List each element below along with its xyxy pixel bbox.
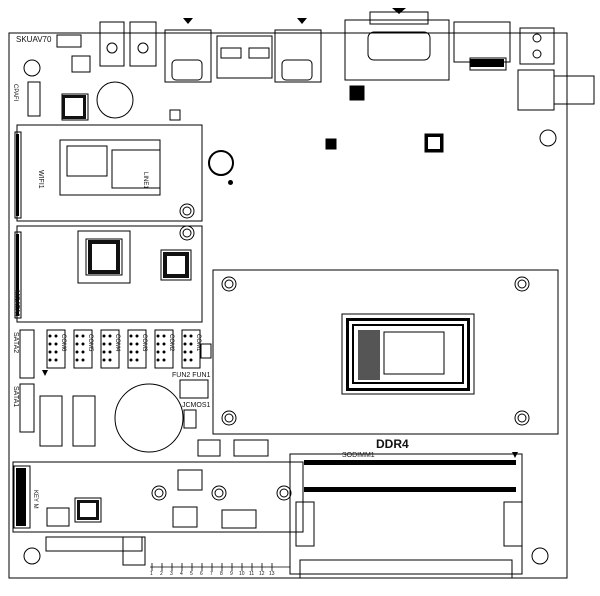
- front-panel-header: [45, 536, 143, 552]
- pin-2: 2: [160, 571, 163, 577]
- m2-screw-2: [211, 485, 227, 501]
- board-model-label: SKUAV70: [16, 35, 52, 44]
- cpafi-header: [27, 81, 41, 117]
- cpu-socket: [341, 313, 475, 395]
- left-header-block-2: [72, 395, 96, 447]
- m2-slot: [12, 461, 304, 533]
- m2-chip: [74, 497, 102, 523]
- sata1-label: SATA1: [12, 386, 19, 408]
- key-m-label: KEY M: [32, 490, 38, 509]
- power-jack: [517, 69, 555, 111]
- jcmos-header: [183, 409, 197, 429]
- cmos-battery: [114, 383, 184, 453]
- small-connector: [197, 439, 221, 457]
- usb-stack: [216, 35, 273, 79]
- msata-chip: [77, 230, 131, 284]
- vga-port-2: [274, 29, 322, 83]
- m2-screw-3: [276, 485, 292, 501]
- wifi-label: WIFI1: [37, 170, 44, 189]
- ddr4-label: DDR4: [376, 437, 409, 451]
- usb-port-a: [220, 47, 242, 59]
- com-header-1: [181, 329, 201, 369]
- jcmos-label: JCMOS1: [182, 402, 211, 409]
- msata-screw: [179, 225, 195, 241]
- pin-6: 6: [200, 571, 203, 577]
- com-header-3: [127, 329, 147, 369]
- usb-header: [122, 536, 146, 566]
- com-header-5: [73, 329, 93, 369]
- audio-jack-hole-2: [137, 42, 149, 54]
- com-header-2: [154, 329, 174, 369]
- com-dsub-body: [367, 31, 431, 61]
- pin-11: 11: [249, 571, 255, 577]
- mount-hole-tl: [23, 59, 41, 77]
- left-header-block: [39, 395, 63, 447]
- power-jack-plug: [553, 75, 595, 105]
- sata1-connector: [19, 383, 35, 433]
- cpu-mount-br: [514, 410, 530, 426]
- pin-4: 4: [180, 571, 183, 577]
- msata-label: MSATA1: [13, 290, 20, 317]
- line-label: LINE1: [142, 172, 148, 189]
- header-small-1: [200, 343, 212, 359]
- com2-label: COM2: [168, 334, 174, 352]
- fun-label: FUN2 FUN1: [172, 372, 211, 379]
- cpu-mount-tl: [221, 276, 237, 292]
- pin-13: 13: [269, 571, 275, 577]
- mount-hole-bl: [23, 547, 41, 565]
- pin-12: 12: [259, 571, 265, 577]
- vga-port-1: [164, 29, 212, 83]
- lan-port: [453, 21, 511, 63]
- sata2-connector: [19, 329, 35, 379]
- cpu-die: [383, 331, 445, 375]
- sodimm-label: SODIMM1: [342, 452, 375, 459]
- mount-hole-br: [531, 547, 549, 565]
- cpafi-label: CPAFI: [12, 84, 18, 102]
- chip-ic4: [169, 109, 181, 121]
- m2-connector: [13, 465, 31, 529]
- logo-dot: [228, 180, 233, 185]
- fun-headers: [179, 379, 209, 399]
- m2-screw-1: [151, 485, 167, 501]
- cpu-area: [212, 269, 559, 435]
- com-header-6: [46, 329, 66, 369]
- pin-8: 8: [220, 571, 223, 577]
- usb-port-b: [248, 47, 270, 59]
- dc-in-header: [519, 27, 555, 65]
- mount-hole-tr: [539, 129, 557, 147]
- pin-1: 1: [150, 571, 153, 577]
- com6-label: COM6: [60, 334, 66, 352]
- pin-3: 3: [170, 571, 173, 577]
- vga-dsub-2: [281, 59, 313, 81]
- board-outline: [8, 32, 568, 579]
- com3-label: COM3: [141, 334, 147, 352]
- com5-label: COM5: [87, 334, 93, 352]
- pin-10: 10: [239, 571, 245, 577]
- msata-chip-small: [160, 249, 192, 281]
- sata2-label: SATA2: [12, 332, 19, 354]
- cpu-mount-tr: [514, 276, 530, 292]
- audio-jack-hole-1: [106, 42, 118, 54]
- cpu-mount-bl: [221, 410, 237, 426]
- sim-clip: [66, 145, 108, 177]
- com4-label: COM4: [114, 334, 120, 352]
- pin-7: 7: [210, 571, 213, 577]
- com-dsub-connector: [344, 19, 450, 81]
- com1-label: COM1: [195, 334, 201, 352]
- vga-dsub-1: [171, 59, 203, 81]
- fan-connector: [233, 439, 269, 457]
- com-header-4: [100, 329, 120, 369]
- pin-9: 9: [230, 571, 233, 577]
- audio-jack-1: [99, 21, 125, 67]
- wifi-card: [16, 124, 203, 222]
- logo-mark: [208, 150, 234, 176]
- wifi-screw: [179, 203, 195, 219]
- sodimm-slot: [289, 453, 523, 575]
- bios-battery-small: [96, 81, 134, 119]
- pin-5: 5: [190, 571, 193, 577]
- header-ph1: [56, 34, 82, 48]
- audio-jack-2: [129, 21, 157, 67]
